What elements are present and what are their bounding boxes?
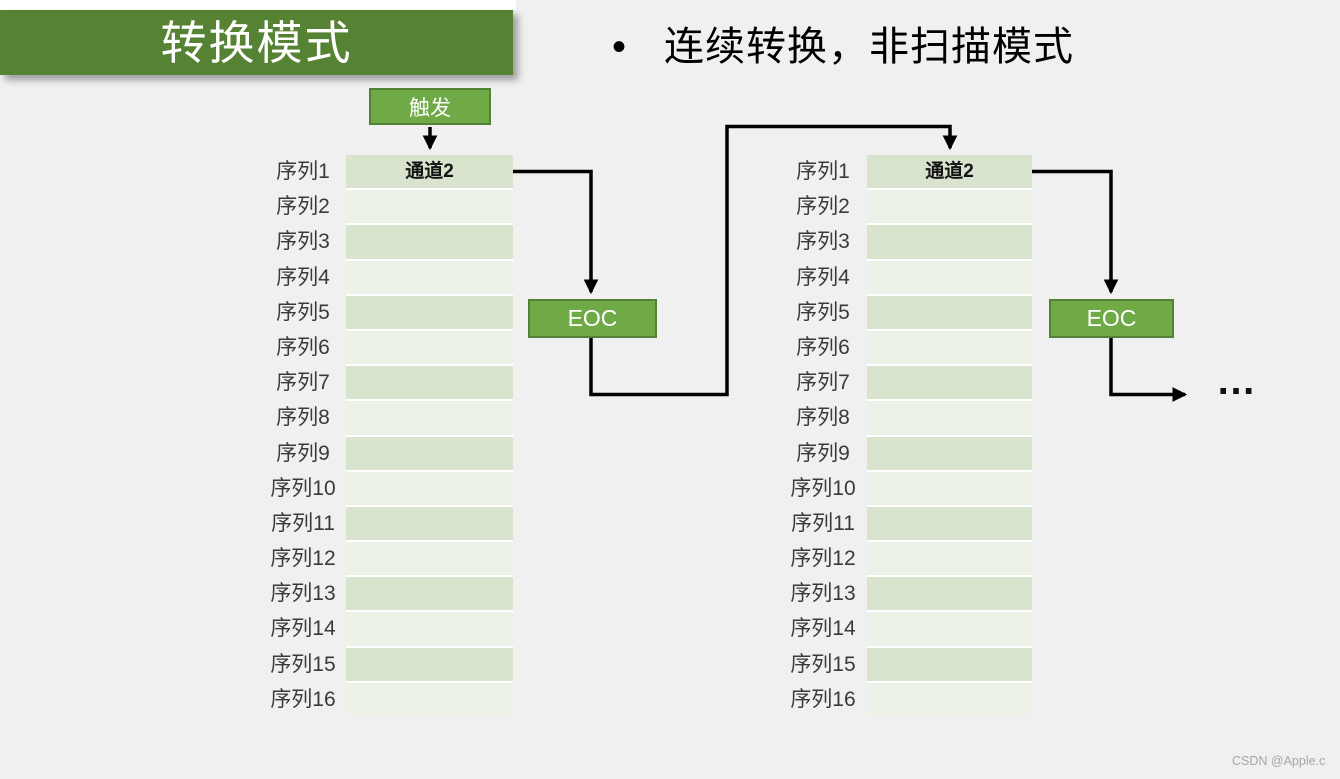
sequence-label: 序列16	[270, 687, 336, 711]
sequence-label: 序列13	[790, 582, 856, 606]
sequence-cell	[346, 506, 513, 541]
sequence-label: 序列14	[790, 617, 856, 641]
sequence-cell: 通道2	[346, 155, 513, 189]
sequence-label: 序列3	[796, 230, 850, 254]
sequence-cell	[867, 190, 1032, 224]
sequence-label: 序列12	[790, 547, 856, 571]
sequence-cell	[346, 682, 513, 716]
eoc-box-1: EOC	[528, 299, 657, 338]
continuation-ellipsis: …	[1216, 359, 1257, 403]
slide-title-bar: 转换模式	[0, 10, 513, 75]
sequence-cell	[867, 330, 1032, 365]
bullet-text: 连续转换，非扫描模式	[664, 25, 1075, 69]
sequence-cell	[867, 682, 1032, 716]
sequence-cell	[346, 190, 513, 224]
sequence-table-2: 通道2	[867, 155, 1032, 716]
sequence-label: 序列6	[796, 335, 850, 359]
sequence-cell	[346, 647, 513, 681]
sequence-label: 序列5	[796, 300, 850, 324]
sequence-cell	[346, 542, 513, 576]
sequence-label: 序列10	[790, 476, 856, 500]
sequence-label: 序列15	[790, 652, 856, 676]
watermark: CSDN @Apple.c	[1232, 754, 1326, 768]
sequence-label: 序列4	[796, 265, 850, 289]
sequence-cell	[867, 225, 1032, 259]
sequence-label: 序列10	[270, 476, 336, 500]
sequence-label: 序列5	[276, 300, 330, 324]
eoc-box-2: EOC	[1049, 299, 1174, 338]
sequence-labels-column-2: 序列1 序列2 序列3 序列4 序列5 序列6 序列7 序列8 序列9 序列10 序列11 序列12 序…	[787, 155, 859, 716]
sequence-label: 序列9	[796, 441, 850, 465]
sequence-label: 序列9	[276, 441, 330, 465]
arrow-eoc2-to-continue	[1109, 338, 1188, 402]
sequence-label: 序列7	[276, 371, 330, 395]
sequence-label: 序列8	[796, 406, 850, 430]
sequence-label: 序列11	[791, 511, 855, 535]
sequence-labels-column-1: 序列1 序列2 序列3 序列4 序列5 序列6 序列7 序列8 序列9 序列10 序列11 序列12 序…	[267, 155, 339, 716]
sequence-label: 序列8	[276, 406, 330, 430]
sequence-cell	[867, 471, 1032, 505]
sequence-cell	[867, 260, 1032, 294]
sequence-label: 序列15	[270, 652, 336, 676]
sequence-label: 序列1	[796, 160, 850, 183]
sequence-cell	[346, 295, 513, 329]
sequence-cell	[867, 577, 1032, 611]
sequence-cell	[346, 225, 513, 259]
sequence-cell	[346, 330, 513, 365]
sequence-cell	[346, 612, 513, 646]
bullet-line: • 连续转换，非扫描模式	[612, 22, 1074, 72]
sequence-label: 序列1	[276, 160, 330, 183]
sequence-label: 序列14	[270, 617, 336, 641]
sequence-cell	[346, 401, 513, 435]
sequence-cell	[867, 295, 1032, 329]
sequence-label: 序列7	[796, 371, 850, 395]
sequence-label: 序列13	[270, 582, 336, 606]
sequence-label: 序列6	[276, 335, 330, 359]
sequence-cell	[867, 612, 1032, 646]
sequence-label: 序列11	[271, 511, 335, 535]
sequence-table-1: 通道2	[346, 155, 513, 716]
sequence-label: 序列3	[276, 230, 330, 254]
sequence-cell	[346, 577, 513, 611]
sequence-cell	[867, 542, 1032, 576]
sequence-label: 序列2	[276, 195, 330, 219]
sequence-cell	[346, 260, 513, 294]
sequence-label: 序列12	[270, 547, 336, 571]
sequence-cell	[867, 647, 1032, 681]
sequence-cell	[346, 471, 513, 505]
arrow-table2-to-eoc2	[1032, 169, 1119, 295]
sequence-cell: 通道2	[867, 155, 1032, 189]
sequence-cell	[346, 436, 513, 470]
sequence-cell	[867, 506, 1032, 541]
sequence-label: 序列2	[796, 195, 850, 219]
arrow-table1-to-eoc1	[513, 169, 599, 295]
sequence-cell	[346, 366, 513, 400]
sequence-cell	[867, 401, 1032, 435]
trigger-box: 触发	[369, 88, 491, 125]
sequence-label: 序列4	[276, 265, 330, 289]
sequence-label: 序列16	[790, 687, 856, 711]
sequence-cell	[867, 366, 1032, 400]
slide-title: 转换模式	[160, 16, 353, 69]
bullet-marker: •	[612, 25, 627, 69]
sequence-cell	[867, 436, 1032, 470]
header-background-strip	[0, 0, 516, 10]
